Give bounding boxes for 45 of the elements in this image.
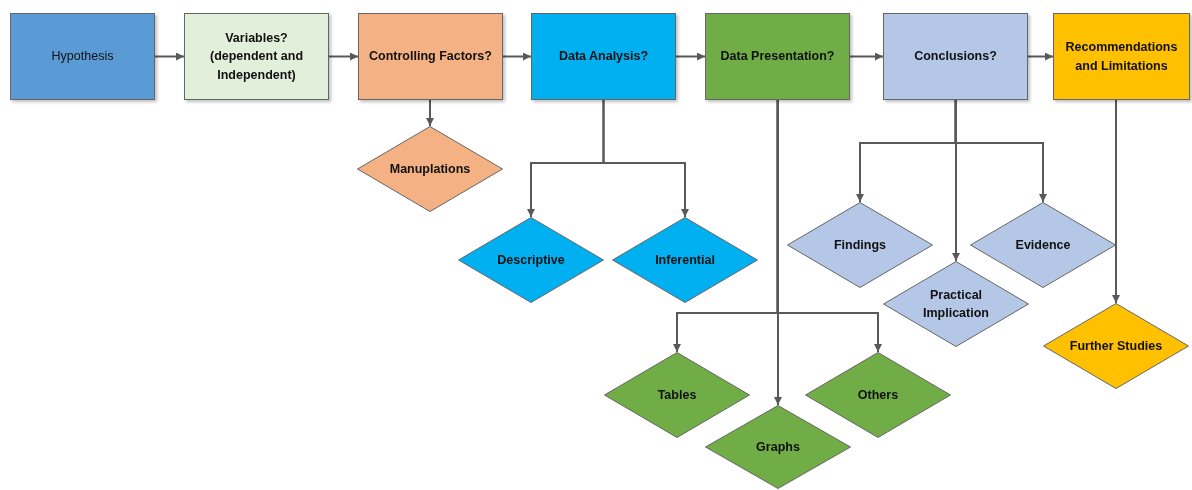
arrow [154, 52, 185, 61]
arrow [952, 99, 960, 262]
node-label: Tables [657, 386, 697, 404]
node-label: Further Studies [1069, 337, 1163, 355]
process-box [184, 13, 329, 100]
decision-diamond [1043, 303, 1189, 389]
decision-diamond [805, 352, 951, 438]
decision-diamond [604, 352, 750, 438]
node-label: Others [857, 386, 899, 404]
decision-diamond [357, 126, 503, 212]
node-label: Controlling Factors? [368, 48, 493, 66]
process-box [1053, 13, 1190, 100]
process-box [531, 13, 676, 100]
process-box [10, 13, 155, 100]
node-label: Findings [833, 236, 887, 254]
arrow [602, 99, 689, 218]
node-label: Graphs [756, 438, 800, 456]
arrow [849, 52, 884, 61]
arrow [1027, 52, 1054, 61]
arrow [426, 99, 434, 127]
decision-diamond [705, 405, 851, 489]
node-label: Variables? (dependent and Independent) [208, 30, 305, 84]
decision-diamond [787, 202, 933, 288]
decision-diamond [970, 202, 1116, 288]
arrow [776, 99, 882, 353]
process-box [883, 13, 1028, 100]
node-label: Descriptive [497, 251, 565, 269]
node-label: Evidence [1015, 236, 1071, 254]
arrow [1112, 99, 1120, 304]
node-label: Manuplations [389, 160, 471, 178]
node-label: Recommendations and Limitations [1064, 39, 1179, 75]
node-label: Practical Implication [922, 286, 990, 322]
node-label: Conclusions? [913, 48, 998, 66]
node-label: Data Presentation? [719, 48, 836, 66]
decision-diamond [612, 217, 758, 303]
node-label: Hypothesis [50, 48, 115, 66]
arrow [502, 52, 532, 61]
decision-diamond [883, 261, 1029, 347]
node-label: Inferential [655, 251, 715, 269]
process-box [358, 13, 503, 100]
arrow [328, 52, 359, 61]
node-label: Data Analysis? [557, 48, 650, 66]
decision-diamond [458, 217, 604, 303]
process-box [705, 13, 850, 100]
arrow [675, 52, 706, 61]
